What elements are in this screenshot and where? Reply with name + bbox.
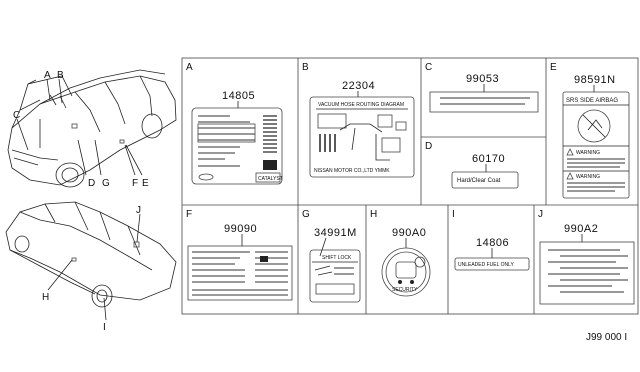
panel-H-letter: H xyxy=(370,209,377,220)
panel-grid xyxy=(181,57,639,315)
part-number-B: 22304 xyxy=(342,80,375,92)
unleaded-fuel-text: UNLEADED FUEL ONLY xyxy=(458,262,515,268)
callout-A: A xyxy=(44,70,51,81)
panel-B: 22304 VACUUM HOSE ROUTING DIAGRAM NISSAN… xyxy=(309,80,415,178)
part-number-H: 990A0 xyxy=(392,227,426,239)
panel-C: 99053 xyxy=(429,73,539,113)
panel-F: 99090 xyxy=(187,223,293,301)
part-number-F: 99090 xyxy=(224,223,257,235)
callout-J: J xyxy=(136,205,141,216)
panel-A: 14805 CATALYST xyxy=(191,90,283,185)
warning-1: WARNING xyxy=(576,150,600,156)
catalyst-text: CATALYST xyxy=(258,176,283,182)
part-number-A: 14805 xyxy=(222,90,255,102)
callout-I: I xyxy=(103,322,106,333)
callout-G: G xyxy=(102,178,110,189)
part-number-G: 34991M xyxy=(314,227,357,239)
panel-I: 14806 UNLEADED FUEL ONLY xyxy=(454,237,530,271)
panel-D: 60170 Hard/Clear Coat xyxy=(451,153,519,189)
part-number-J: 990A2 xyxy=(564,223,598,235)
security-text: SECURITY xyxy=(392,287,418,293)
part-number-E: 98591N xyxy=(574,74,616,86)
callout-D: D xyxy=(88,178,95,189)
callout-B: B xyxy=(57,70,64,81)
warning-2: WARNING xyxy=(576,174,600,180)
srs-side-airbag-text: SRS SIDE AIRBAG xyxy=(566,98,618,104)
panel-F-letter: F xyxy=(186,209,192,220)
panel-A-letter: A xyxy=(186,62,193,73)
top-car-leaders xyxy=(16,78,143,176)
bottom-car-leaders xyxy=(47,213,141,321)
panel-G: 34991M SHIFT LOCK xyxy=(309,227,361,303)
panel-G-letter: G xyxy=(302,209,310,220)
panel-J-letter: J xyxy=(538,209,543,220)
panel-C-letter: C xyxy=(425,62,432,73)
panel-I-letter: I xyxy=(452,209,455,220)
part-number-I: 14806 xyxy=(476,237,509,249)
top-car-drawing xyxy=(7,69,177,188)
callout-H: H xyxy=(42,292,49,303)
panel-E-letter: E xyxy=(550,62,557,73)
part-number-D: 60170 xyxy=(472,153,505,165)
panel-B-letter: B xyxy=(302,62,309,73)
panel-H: 990A0 SECURITY xyxy=(381,227,431,297)
diagram-code: J99 000 I xyxy=(586,332,627,343)
hard-clear-coat-text: Hard/Clear Coat xyxy=(457,178,501,184)
panel-D-letter: D xyxy=(425,141,432,152)
vacuum-footer: NISSAN MOTOR CO.,LTD YMMK xyxy=(314,168,390,174)
callout-E: E xyxy=(142,178,149,189)
bottom-car-drawing xyxy=(5,201,177,308)
panel-E: 98591N SRS SIDE AIRBAG WARNING WARNING xyxy=(562,74,630,199)
callout-C: C xyxy=(13,110,20,121)
shift-lock-text: SHIFT LOCK xyxy=(322,255,352,261)
vacuum-hose-title: VACUUM HOSE ROUTING DIAGRAM xyxy=(318,102,404,108)
callout-F: F xyxy=(132,178,138,189)
part-number-C: 99053 xyxy=(466,73,499,85)
panel-J: 990A2 xyxy=(539,223,635,305)
